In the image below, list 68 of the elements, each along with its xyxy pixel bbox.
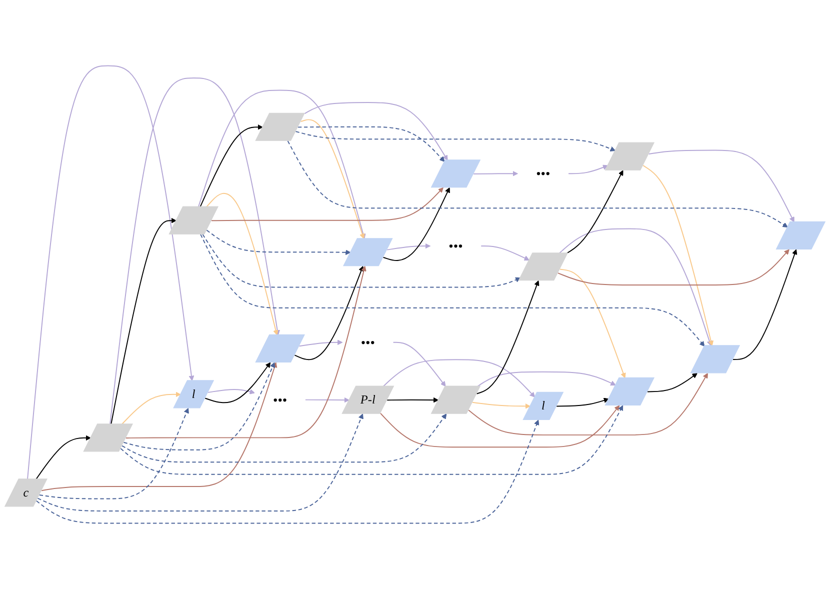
arrow <box>556 398 610 407</box>
node-parallelogram <box>776 221 826 250</box>
arrow <box>386 243 431 250</box>
arrow <box>392 342 446 387</box>
arrow <box>304 397 350 403</box>
arrow <box>382 359 536 398</box>
arrow <box>110 218 177 425</box>
arrow <box>295 131 616 152</box>
arrow <box>36 420 540 524</box>
arrow <box>206 192 278 336</box>
arrow <box>287 140 788 228</box>
arrow <box>125 266 366 438</box>
arrow <box>476 280 540 394</box>
arrow <box>300 119 365 239</box>
arrow <box>559 268 626 378</box>
arrow <box>206 230 351 256</box>
arrow <box>110 78 280 425</box>
node-parallelogram <box>255 334 305 363</box>
arrow <box>294 266 364 360</box>
arrow <box>557 249 790 286</box>
node-parallelogram <box>83 424 133 452</box>
arrow <box>480 246 530 261</box>
arrow <box>647 372 698 392</box>
node-parallelogram <box>255 112 305 141</box>
node-text: ••• <box>448 238 463 254</box>
arrow <box>380 405 620 448</box>
arrow <box>208 389 255 394</box>
arrow <box>386 397 439 403</box>
arrow <box>382 187 450 261</box>
arrow <box>297 126 445 162</box>
arrow <box>210 187 444 222</box>
arrow <box>38 408 189 500</box>
arrow <box>200 124 264 208</box>
arrow <box>41 362 278 492</box>
node-parallelogram <box>690 345 740 374</box>
arrow <box>123 362 275 450</box>
arrow <box>648 150 794 222</box>
arrow <box>198 90 366 239</box>
arrow <box>477 371 616 387</box>
arrow <box>120 405 624 475</box>
arrow <box>204 362 271 404</box>
node-parallelogram <box>518 252 568 281</box>
arrow <box>200 234 705 347</box>
arrow <box>27 65 194 480</box>
node-parallelogram <box>342 238 393 266</box>
arrow <box>304 102 448 160</box>
arrow <box>37 414 364 512</box>
node-text: ••• <box>273 392 288 408</box>
arrow <box>472 402 531 409</box>
arrow <box>566 170 624 254</box>
arrow <box>121 392 181 425</box>
node-text: ••• <box>536 166 550 182</box>
arrow <box>642 164 714 346</box>
arrow <box>202 234 521 288</box>
node-parallelogram <box>168 206 219 234</box>
arrow <box>122 414 447 463</box>
arrow <box>298 340 343 347</box>
arrow <box>473 170 518 176</box>
arrow <box>468 372 708 436</box>
node-text: ••• <box>360 334 375 350</box>
arrow <box>36 435 92 480</box>
node-parallelogram <box>430 160 481 188</box>
node-parallelogram <box>604 142 655 170</box>
arrow <box>568 164 608 174</box>
arrow <box>558 228 712 346</box>
node-parallelogram <box>430 386 481 414</box>
node-parallelogram <box>604 377 655 406</box>
arrow <box>732 249 798 360</box>
